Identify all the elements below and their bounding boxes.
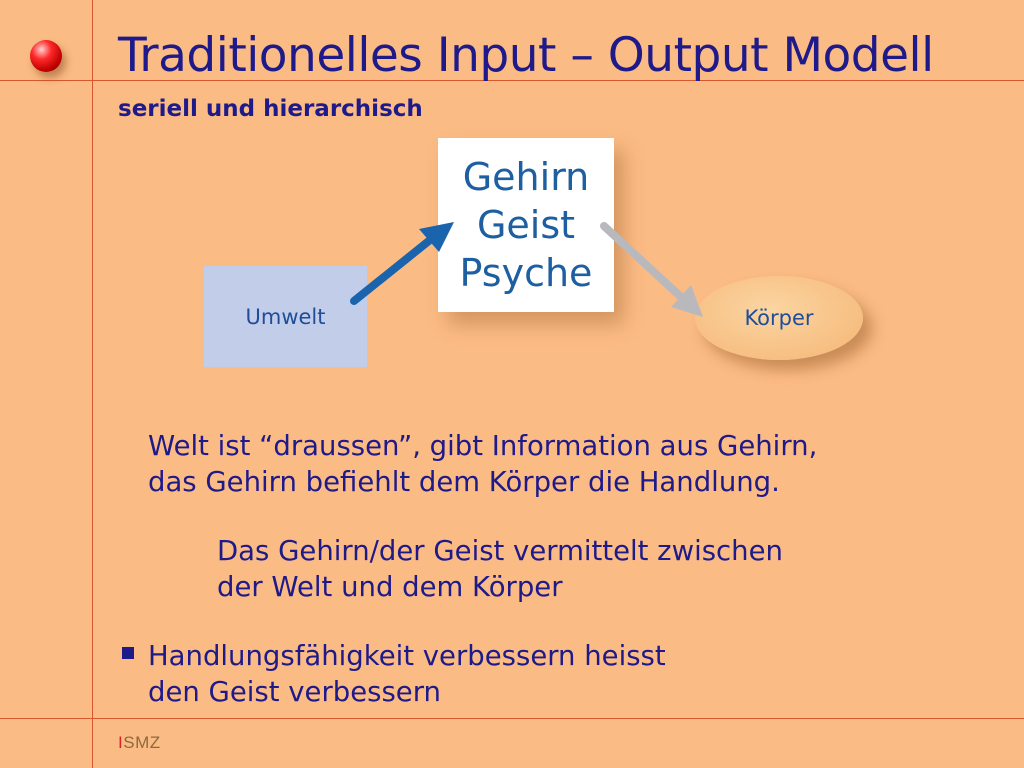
bullet-line-1: Handlungsfähigkeit verbessern heisst — [148, 640, 666, 672]
paragraph-2: Das Gehirn/der Geist vermittelt zwischen… — [217, 533, 783, 605]
psyche-label: Psyche — [459, 251, 593, 295]
bullet-line-2: den Geist verbessern — [148, 676, 441, 708]
bottom-rule — [0, 718, 1024, 719]
umwelt-label: Umwelt — [245, 304, 326, 329]
top-rule — [0, 80, 1024, 81]
logo-letters-smz: SMZ — [123, 733, 161, 752]
output-arrow-icon — [600, 222, 703, 317]
square-bullet-icon — [122, 647, 134, 659]
gehirn-box: Gehirn Geist Psyche — [438, 138, 614, 312]
umwelt-box: Umwelt — [204, 266, 367, 367]
paragraph-2-line-1: Das Gehirn/der Geist vermittelt zwischen — [217, 535, 783, 567]
logo-letter-i: I — [118, 733, 124, 752]
gehirn-label: Gehirn — [462, 155, 590, 199]
paragraph-1-line-1: Welt ist “draussen”, gibt Information au… — [148, 430, 818, 462]
koerper-ellipse: Körper — [695, 276, 863, 360]
left-rule — [92, 0, 93, 768]
paragraph-2-line-2: der Welt und dem Körper — [217, 571, 563, 603]
geist-label: Geist — [476, 203, 576, 247]
bullet-item: Handlungsfähigkeit verbessern heisst den… — [148, 638, 666, 710]
slide-title: Traditionelles Input – Output Modell — [118, 28, 934, 83]
paragraph-1-line-2: das Gehirn befiehlt dem Körper die Handl… — [148, 466, 780, 498]
paragraph-1: Welt ist “draussen”, gibt Information au… — [148, 428, 817, 500]
red-ball-icon — [30, 40, 62, 72]
ismz-logo: ISMZ — [118, 733, 161, 753]
koerper-label: Körper — [744, 306, 814, 330]
slide-subtitle: seriell und hierarchisch — [118, 96, 423, 122]
